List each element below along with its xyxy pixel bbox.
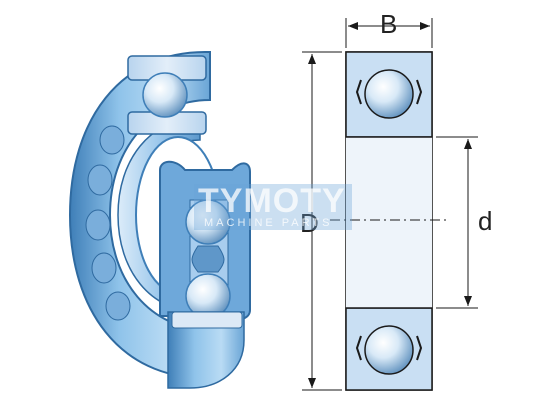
section-ball-bottom — [355, 325, 423, 375]
dimension-b — [345, 18, 433, 48]
watermark-brand: TYMOTY — [198, 182, 346, 220]
top-section-cut — [127, 55, 207, 135]
bottom-section-cut — [167, 311, 245, 389]
rolling-elements — [85, 125, 131, 321]
bearing-section-drawing — [302, 18, 478, 391]
ball-top — [142, 72, 188, 118]
label-inner-diameter: d — [478, 206, 492, 236]
dimension-inner-d — [436, 136, 478, 309]
section-bore — [346, 137, 432, 308]
watermark-tagline: MACHINE PARTS — [204, 217, 332, 229]
watermark: TYMOTY MACHINE PARTS — [194, 182, 352, 230]
section-ball-top — [355, 69, 423, 119]
bearing-cutaway-illustration — [68, 51, 251, 389]
cage — [159, 160, 251, 320]
label-width-b: B — [380, 9, 397, 39]
dimension-outer-d — [302, 51, 342, 391]
label-outer-diameter: D — [300, 208, 319, 238]
ball-middle — [185, 199, 231, 245]
